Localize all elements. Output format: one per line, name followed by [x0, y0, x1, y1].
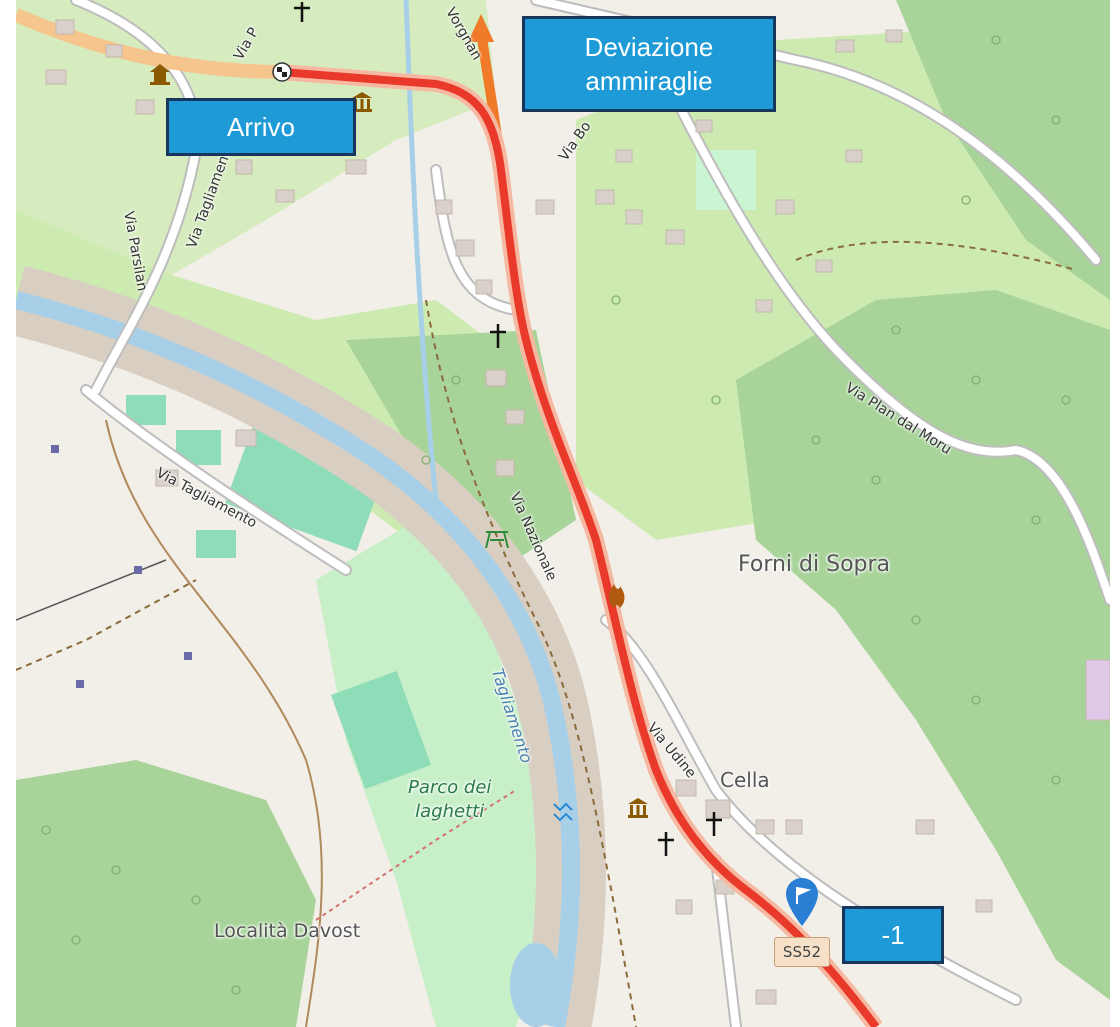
forest-area [736, 290, 1110, 1000]
forest-area [346, 330, 576, 560]
footpath [315, 789, 517, 921]
church-icon [490, 324, 506, 348]
road-shield: SS52 [774, 937, 830, 967]
finish-flag-icon [272, 62, 292, 82]
church-icon [706, 812, 722, 836]
sports-field [331, 671, 431, 789]
place-label-forni: Forni di Sopra [738, 552, 891, 577]
track [105, 419, 323, 1027]
place-label-parco: Parco dei laghetti [408, 777, 492, 822]
callout-deviation: Deviazione ammiraglie [522, 16, 776, 112]
callout-finish: Arrivo [166, 98, 356, 156]
poi-squares [51, 445, 192, 688]
place-label-davost: Località Davost [214, 920, 361, 942]
footpath [16, 579, 197, 671]
place-label-cella: Cella [720, 768, 770, 792]
park-area [316, 520, 556, 1027]
deviation-arrow [468, 14, 494, 42]
callout-km-marker: -1 [842, 906, 944, 964]
buildings [45, 19, 1110, 1005]
forest-area [896, 0, 1110, 300]
river-line [16, 291, 580, 1027]
lake [510, 943, 562, 1027]
fire-icon [608, 584, 625, 608]
footpath [425, 299, 637, 1027]
church-icon [294, 2, 310, 22]
primary-road [16, 8, 277, 79]
map-view[interactable]: Via Nazionale Via Tagliamento Via Taglia… [16, 0, 1110, 1027]
forest-area [16, 760, 316, 1027]
map-canvas [16, 0, 1110, 1027]
race-route [280, 64, 883, 1027]
sports-field [196, 530, 236, 558]
church-icon [658, 832, 674, 856]
museum-icon [628, 798, 648, 818]
water-icon [553, 802, 573, 822]
tree-pattern [41, 35, 1071, 995]
marker-pin-icon [786, 878, 818, 926]
stream-line [403, 0, 439, 501]
shrine-icon [150, 64, 170, 85]
picnic-icon [485, 531, 509, 549]
